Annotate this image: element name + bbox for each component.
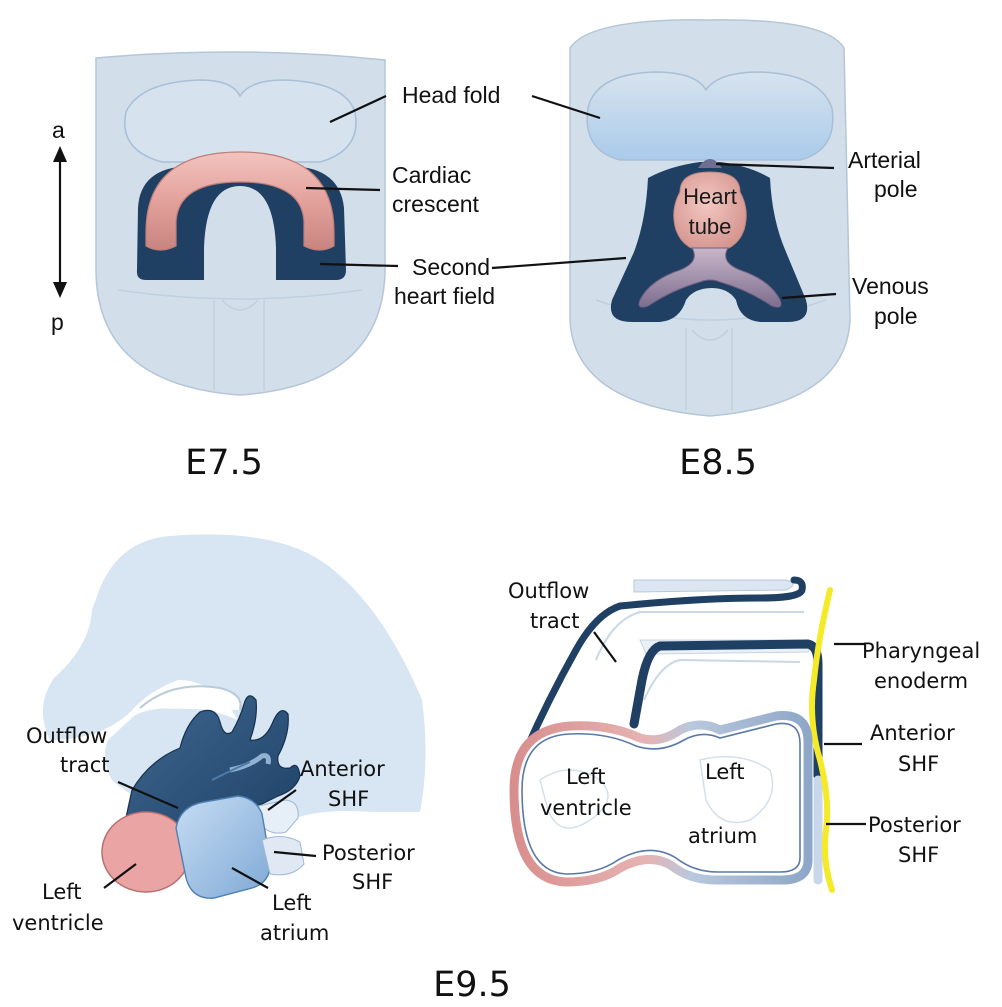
label-venous: Venous [852,273,929,299]
label-cardiac: Cardiac [392,162,471,188]
label-left-lv-left: Left [42,880,82,904]
panel-e7-5: a p Head fold Cardiac crescent Second he… [51,52,500,483]
label-tract-right: tract [530,609,580,633]
label-anterior-shf-left: SHF [328,787,369,811]
label-posterior-shf-right: SHF [898,843,939,867]
label-pharyngeal: Pharyngeal [862,639,980,663]
label-left-la-right: Left [705,760,745,784]
panel-e9-5-left: Outflow tract Anterior SHF Posterior SHF… [12,534,511,1005]
label-tract-left: tract [60,753,110,777]
label-anterior-left: Anterior [300,757,385,781]
label-ventricle-left: ventricle [12,911,104,935]
label-crescent: crescent [392,191,480,217]
left-atrium-3d [176,796,270,898]
label-head-fold: Head fold [402,82,500,108]
label-posterior-shf-left: SHF [352,870,393,894]
label-anterior-right: Anterior [870,721,955,745]
label-heart: Heart [683,184,737,209]
panel-e8-5: Heart tube Arterial pole Venous pole E8.… [492,20,929,483]
label-ventricle-right: ventricle [540,796,632,820]
stage-label-e9-5: E9.5 [433,965,511,1005]
label-heart-field: heart field [394,283,495,309]
label-left-la-left: Left [272,891,312,915]
label-tube: tube [689,214,732,239]
label-outflow-left: Outflow [26,724,107,748]
label-posterior-right: Posterior [868,813,961,837]
label-venous-pole: pole [874,303,917,329]
stage-label-e7-5: E7.5 [185,443,263,483]
anterior-posterior-axis: a p [51,117,67,335]
head-fold-e8-5 [587,72,833,160]
arrow-down-icon [53,282,67,298]
label-enoderm: enoderm [874,669,968,693]
panel-e9-5-right: Outflow tract Pharyngeal enoderm Anterio… [508,579,980,890]
label-arterial: Arterial [848,147,921,173]
axis-anterior-label: a [52,117,65,143]
label-atrium-right: atrium [688,824,757,848]
axis-posterior-label: p [51,309,64,335]
label-left-lv-right: Left [566,765,606,789]
label-anterior-shf-right: SHF [898,752,939,776]
arrow-up-icon [53,146,67,162]
label-posterior-left: Posterior [322,841,415,865]
stage-label-e8-5: E8.5 [679,443,757,483]
label-outflow-right: Outflow [508,579,589,603]
label-arterial-pole: pole [874,176,917,202]
label-second: Second [412,254,490,280]
label-atrium-left: atrium [260,921,329,945]
